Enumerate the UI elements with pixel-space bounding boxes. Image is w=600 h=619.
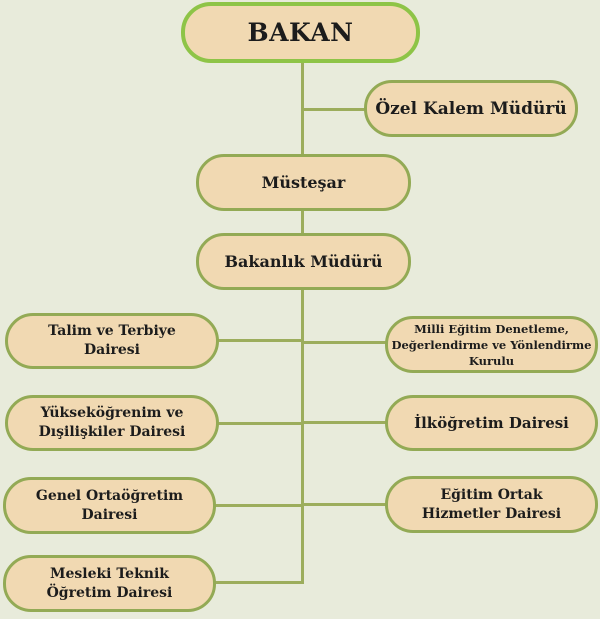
node-yuksek: Yükseköğrenim ve Dışilişkiler Dairesi (5, 395, 219, 451)
node-bakan: BAKAN (181, 2, 420, 63)
node-egitim-ortak: Eğitim Ortak Hizmetler Dairesi (385, 476, 598, 533)
node-bakanlik-muduru: Bakanlık Müdürü (196, 233, 411, 290)
node-mustesar: Müsteşar (196, 154, 411, 211)
connector-milli-egitim (301, 341, 387, 344)
connector-mesleki (215, 581, 304, 584)
connector-ilkogretim (301, 421, 387, 424)
node-milli-egitim: Milli Eğitim Denetleme, Değerlendirme ve… (385, 316, 598, 373)
connector-genel-orta (215, 504, 304, 507)
node-talim: Talim ve Terbiye Dairesi (5, 313, 219, 369)
connector-ozel-kalem (301, 108, 365, 111)
node-ilkogretim: İlköğretim Dairesi (385, 395, 598, 451)
connector-talim (218, 339, 304, 342)
node-ozel-kalem: Özel Kalem Müdürü (364, 80, 578, 137)
connector-egitim-ortak (301, 503, 387, 506)
node-genel-orta: Genel Ortaöğretim Dairesi (3, 477, 216, 534)
connector-yuksek (218, 422, 304, 425)
trunk-line (301, 62, 304, 583)
node-mesleki: Mesleki Teknik Öğretim Dairesi (3, 555, 216, 612)
